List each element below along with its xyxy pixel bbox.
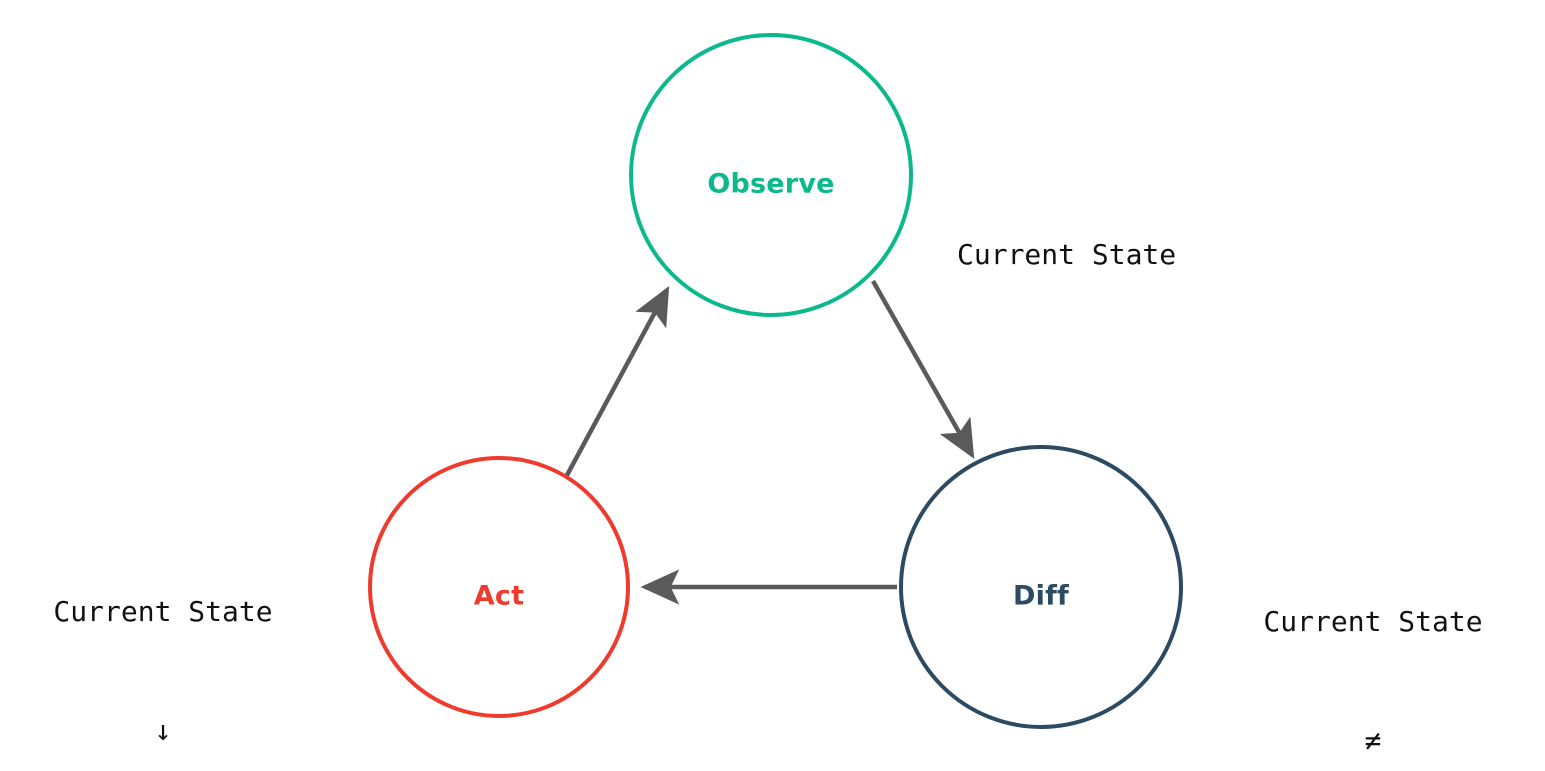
node-diff-circle[interactable] bbox=[899, 445, 1183, 729]
annotation-act-symbol: ↓ bbox=[154, 713, 172, 747]
node-observe-label: Observe bbox=[707, 169, 834, 200]
annotation-observe-line1: Current State bbox=[957, 237, 1177, 271]
node-act-circle[interactable] bbox=[368, 456, 630, 718]
edge-act-to-observe bbox=[564, 286, 670, 479]
annotation-diff-symbol: ≠ bbox=[1364, 723, 1382, 757]
annotation-observe: Current State bbox=[957, 155, 1176, 354]
edge-observe-to-diff bbox=[871, 279, 975, 459]
node-observe-circle[interactable] bbox=[629, 33, 913, 317]
annotation-diff-line1: Current State bbox=[1263, 604, 1483, 638]
annotation-act-line1: Current State bbox=[53, 594, 273, 628]
annotation-diff: Current State ≠ Desired State bbox=[1228, 522, 1518, 771]
annotation-act: Current State ↓ Desired State bbox=[18, 512, 308, 771]
node-diff-label: Diff bbox=[1013, 581, 1069, 612]
node-act-label: Act bbox=[474, 581, 524, 612]
